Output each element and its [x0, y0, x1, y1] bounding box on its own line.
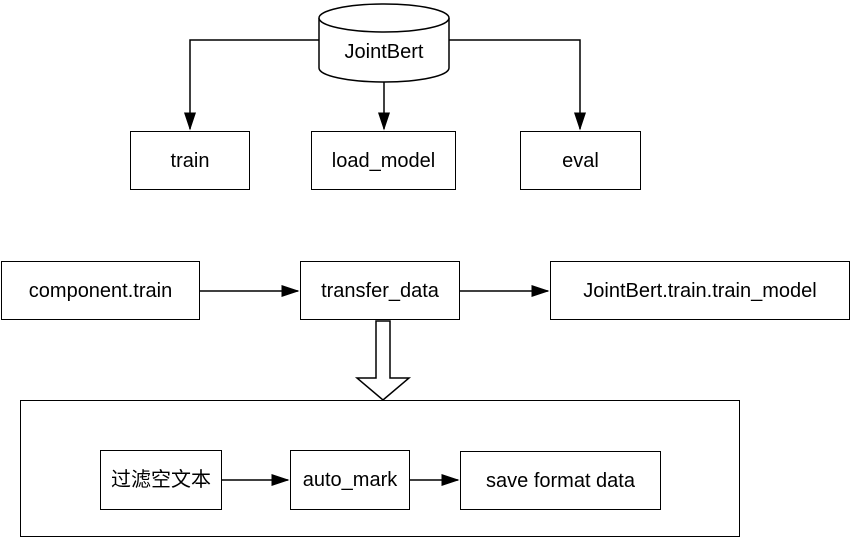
jointbert-cylinder-body: [318, 18, 450, 83]
node-jointbert: JointBert: [319, 38, 449, 66]
edge-jointbert-to-eval: [449, 39, 586, 131]
node-save-format-data-label: save format data: [486, 469, 635, 492]
jointbert-cylinder-top: [318, 3, 450, 33]
node-jointbert-train-train-model: JointBert.train.train_model: [550, 261, 850, 320]
node-load-model: load_model: [311, 131, 456, 190]
node-save-format-data: save format data: [460, 451, 661, 510]
node-eval-label: eval: [562, 149, 599, 172]
node-jointbert-label: JointBert: [344, 40, 424, 63]
node-filter-empty-text: 过滤空文本: [100, 450, 222, 510]
node-train: train: [130, 131, 250, 190]
node-load-model-label: load_model: [331, 149, 436, 172]
node-train-label: train: [170, 149, 210, 172]
node-transfer-data-label: transfer_data: [321, 279, 439, 302]
node-component-train-label: component.train: [28, 279, 173, 302]
node-eval: eval: [520, 131, 641, 190]
block-arrow-down: [354, 320, 412, 401]
process-container-box: [20, 400, 740, 537]
node-auto-mark: auto_mark: [290, 450, 410, 510]
node-transfer-data: transfer_data: [300, 261, 460, 320]
node-component-train: component.train: [1, 261, 200, 320]
node-filter-empty-text-label: 过滤空文本: [111, 469, 211, 491]
node-jointbert-train-train-model-label: JointBert.train.train_model: [583, 279, 817, 302]
edge-jointbert-to-train: [184, 39, 319, 131]
node-auto-mark-label: auto_mark: [302, 469, 398, 491]
